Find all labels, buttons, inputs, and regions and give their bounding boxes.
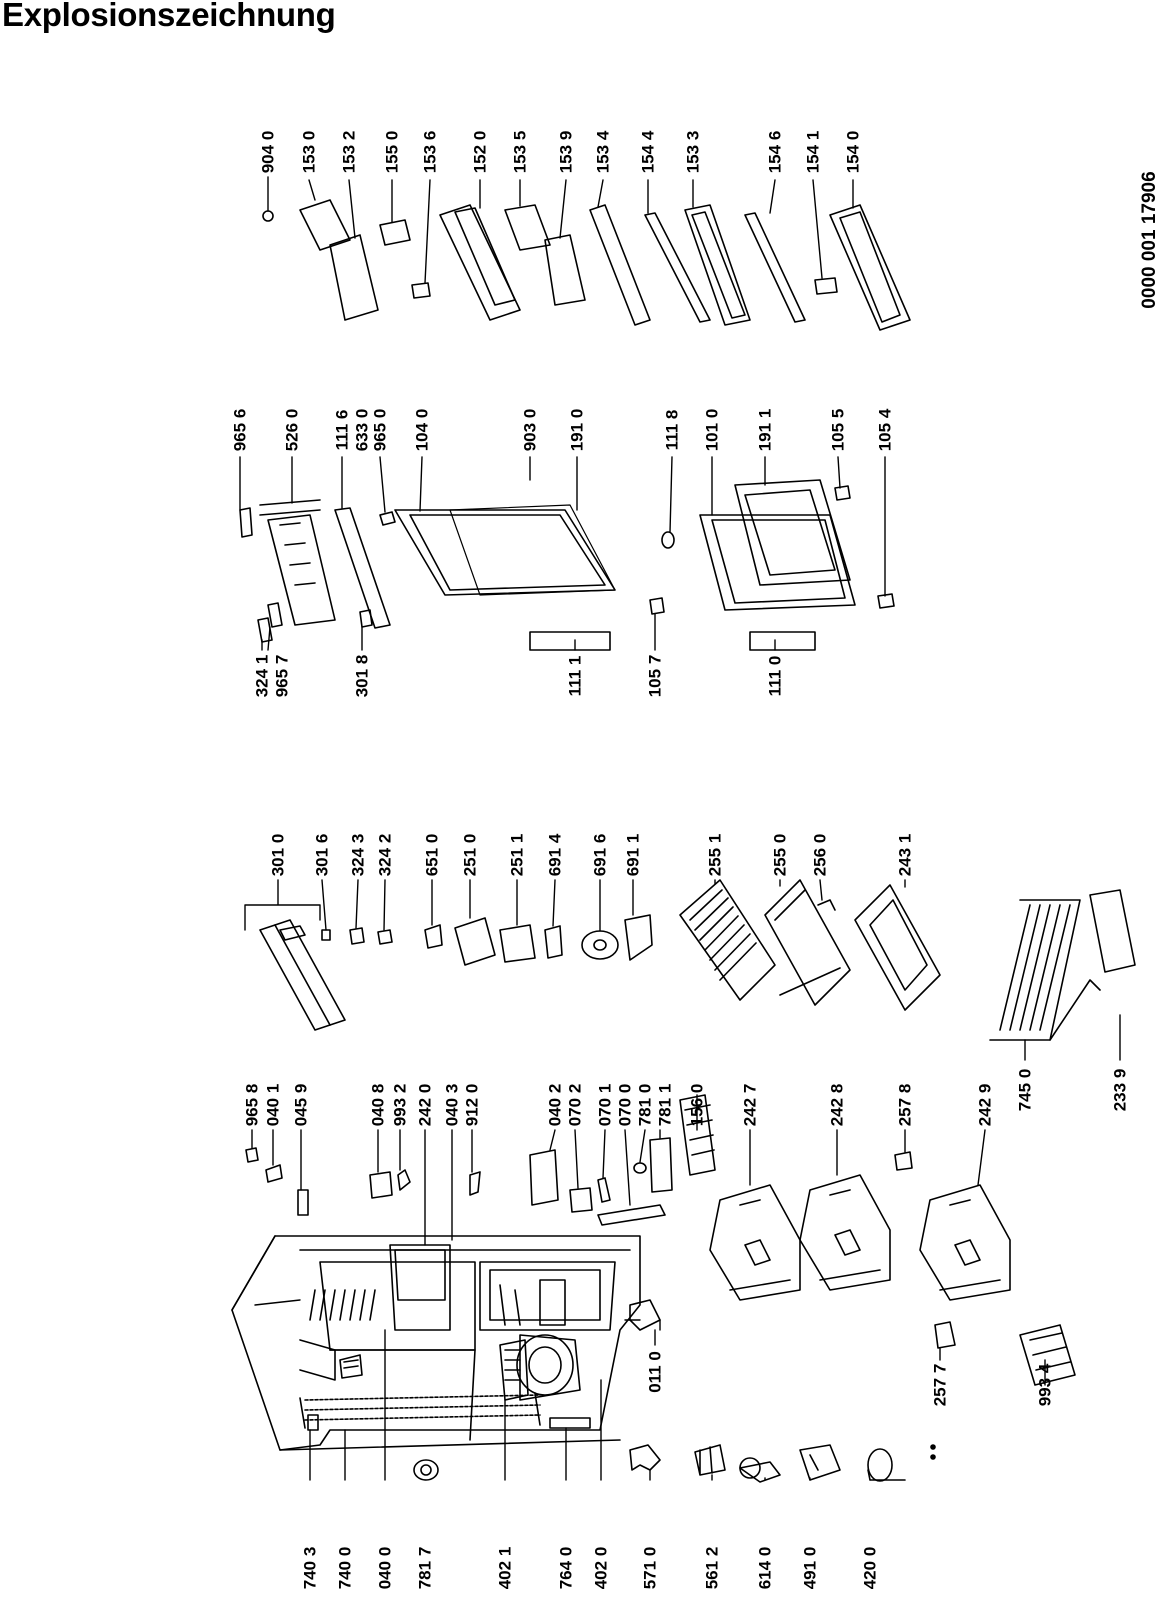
part-label: 965 0 [370, 408, 390, 452]
part-label: 105 4 [875, 408, 895, 452]
part-label: 070 1 [595, 1083, 615, 1127]
part-label: 040 3 [442, 1083, 462, 1127]
part-label: 691 4 [545, 833, 565, 877]
part-label: 912 0 [462, 1083, 482, 1127]
part-label: 255 0 [770, 833, 790, 877]
part-label: 045 9 [291, 1083, 311, 1127]
part-label: 491 0 [800, 1546, 820, 1590]
part-label: 242 7 [740, 1083, 760, 1127]
part-label: 633 0 [352, 408, 372, 452]
part-label: 105 5 [828, 408, 848, 452]
part-label: 420 0 [860, 1546, 880, 1590]
part-label: 251 0 [460, 833, 480, 877]
crisper-drawer-242-0 [390, 1245, 450, 1330]
part-label: 111 8 [662, 409, 682, 451]
part-label: 040 8 [368, 1083, 388, 1127]
part-label: 740 0 [335, 1546, 355, 1590]
glass-shelves [680, 880, 940, 1010]
part-label: 242 8 [827, 1083, 847, 1127]
part-label: 111 1 [565, 655, 585, 697]
part-label: 153 0 [299, 130, 319, 174]
cabinet-small-parts [308, 1300, 935, 1482]
part-label: 904 0 [258, 130, 278, 174]
door-assembly [240, 480, 894, 650]
part-label: 301 6 [312, 833, 332, 877]
part-label: 153 2 [339, 130, 359, 174]
part-label: 243 1 [895, 833, 915, 877]
part-label: 153 4 [593, 130, 613, 174]
part-label: 153 5 [510, 130, 530, 174]
interior-parts [260, 915, 652, 1030]
part-label: 070 2 [565, 1083, 585, 1127]
part-label: 614 0 [755, 1546, 775, 1590]
part-label: 903 0 [520, 408, 540, 452]
part-label: 257 8 [895, 1083, 915, 1127]
part-label: 781 7 [415, 1546, 435, 1590]
part-label: 156 0 [687, 1083, 707, 1127]
leader-lines [240, 177, 1120, 1480]
part-label: 191 0 [567, 408, 587, 452]
part-label: 104 0 [412, 408, 432, 452]
part-label: 965 7 [272, 654, 292, 698]
page-title: Explosionszeichnung [2, 0, 336, 33]
evaporator-745-0 [990, 890, 1135, 1040]
part-label: 402 1 [495, 1546, 515, 1590]
door-shelves [263, 200, 910, 330]
part-label: 242 9 [975, 1083, 995, 1127]
part-label: 154 0 [843, 130, 863, 174]
part-label: 233 9 [1110, 1068, 1130, 1112]
part-label: 256 0 [810, 833, 830, 877]
part-label: 040 1 [263, 1083, 283, 1127]
drawers-242 [710, 1152, 1075, 1385]
part-label: 105 7 [645, 654, 665, 698]
part-label: 040 0 [375, 1546, 395, 1590]
part-label: 324 1 [252, 654, 272, 698]
part-label: 154 6 [765, 130, 785, 174]
part-label: 324 3 [348, 833, 368, 877]
part-label: 011 0 [645, 1351, 665, 1393]
part-label: 745 0 [1015, 1068, 1035, 1112]
part-label: 101 0 [702, 408, 722, 452]
part-label: 255 1 [705, 833, 725, 877]
part-label: 691 6 [590, 833, 610, 877]
part-label: 301 0 [268, 833, 288, 877]
part-label: 781 1 [655, 1083, 675, 1127]
part-label: 155 0 [382, 130, 402, 174]
part-label: 070 0 [615, 1083, 635, 1127]
part-label: 153 3 [683, 130, 703, 174]
part-label: 993 2 [390, 1083, 410, 1127]
part-label: 191 1 [755, 408, 775, 452]
part-label: 781 0 [635, 1083, 655, 1127]
part-label: 040 2 [545, 1083, 565, 1127]
part-label: 526 0 [282, 408, 302, 452]
part-label: 154 1 [803, 130, 823, 174]
part-label: 561 2 [702, 1546, 722, 1590]
part-label: 257 7 [930, 1363, 950, 1407]
part-label: 111 0 [765, 655, 785, 697]
part-label: 965 6 [230, 408, 250, 452]
part-label: 571 0 [640, 1546, 660, 1590]
part-label: 154 4 [638, 130, 658, 174]
part-label: 324 2 [375, 833, 395, 877]
compressor-402-0 [500, 1335, 580, 1400]
part-label: 153 9 [556, 130, 576, 174]
part-label: 402 0 [591, 1546, 611, 1590]
part-label: 301 8 [352, 654, 372, 698]
part-label: 740 3 [300, 1546, 320, 1590]
part-label: 691 1 [623, 833, 643, 877]
part-label: 251 1 [507, 833, 527, 877]
part-label: 965 8 [242, 1083, 262, 1127]
part-label: 993 4 [1035, 1363, 1055, 1407]
part-label: 651 0 [422, 833, 442, 877]
part-label: 242 0 [415, 1083, 435, 1127]
part-label: 111 6 [332, 409, 352, 451]
part-label: 764 0 [556, 1546, 576, 1590]
cabinet-body [232, 1236, 640, 1450]
part-label: 153 6 [420, 130, 440, 174]
part-label: 152 0 [470, 130, 490, 174]
